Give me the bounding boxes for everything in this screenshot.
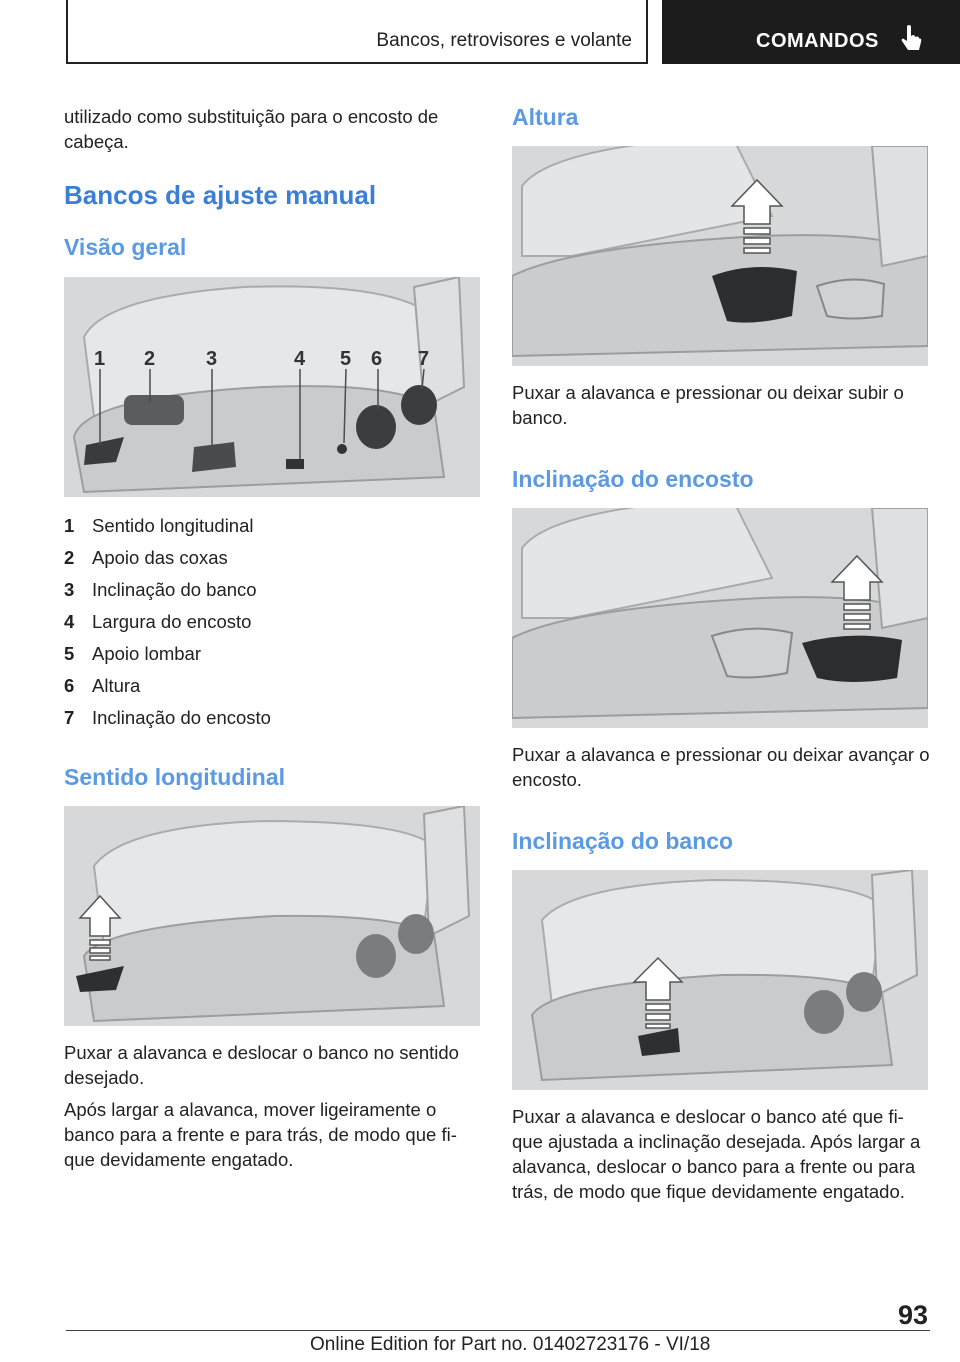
section-title: Bancos, retrovisores e volante — [376, 30, 632, 51]
legend-item: 1 Sentido longitudinal — [64, 510, 484, 542]
legend-text: Apoio lombar — [92, 643, 202, 664]
callout-7: 7 — [418, 348, 429, 370]
legend-number: 3 — [64, 579, 75, 600]
callout-2: 2 — [144, 348, 155, 370]
seat-tilt-figure — [512, 870, 928, 1090]
longitudinal-paragraph-1: Puxar a alavanca e deslocar o banco no s… — [64, 1042, 459, 1088]
legend-item: 3 Inclinação do banco — [64, 574, 484, 606]
legend-text: Apoio das coxas — [92, 547, 228, 568]
seat-tilt-paragraph: Puxar a alavanca e deslocar o banco até … — [512, 1106, 921, 1202]
legend-text: Altura — [92, 675, 141, 696]
header-section-box: Bancos, retrovisores e volante — [66, 0, 648, 64]
longitudinal-paragraph-2: Após largar a alavanca, mover ligeiramen… — [64, 1099, 457, 1170]
legend-text: Largura do encosto — [92, 611, 252, 632]
overview-legend: 1 Sentido longitudinal 2 Apoio das coxas 3… — [64, 510, 484, 734]
legend-number: 2 — [64, 547, 75, 568]
legend-text: Inclinação do banco — [92, 579, 257, 600]
legend-number: 5 — [64, 643, 75, 664]
legend-text: Inclinação do encosto — [92, 707, 271, 728]
legend-item: 5 Apoio lombar — [64, 638, 484, 670]
legend-number: 4 — [64, 611, 75, 632]
longitudinal-figure — [64, 806, 480, 1026]
hand-pointer-icon — [900, 24, 922, 57]
legend-item: 7 Inclinação do encosto — [64, 702, 484, 734]
callout-1: 1 — [94, 348, 105, 370]
heading-height: Altura — [512, 104, 579, 130]
heading-seat-tilt: Inclinação do banco — [512, 828, 734, 854]
legend-text: Sentido longitudinal — [92, 515, 254, 536]
backrest-tilt-figure — [512, 508, 928, 728]
callout-5: 5 — [340, 348, 351, 370]
legend-number: 6 — [64, 675, 75, 696]
header-chapter-box[interactable]: COMANDOS — [662, 0, 960, 64]
footer-edition: Online Edition for Part no. 01402723176 … — [310, 1334, 711, 1355]
chapter-title: COMANDOS — [756, 30, 879, 52]
height-figure — [512, 146, 928, 366]
height-paragraph: Puxar a alavanca e pressionar ou deixar … — [512, 382, 904, 428]
legend-item: 2 Apoio das coxas — [64, 542, 484, 574]
overview-seat-figure: 1 2 3 4 5 6 7 — [64, 277, 480, 497]
footer-divider — [66, 1330, 930, 1331]
heading-overview: Visão geral — [64, 234, 187, 260]
callout-3: 3 — [206, 348, 217, 370]
legend-number: 1 — [64, 515, 75, 536]
intro-paragraph: utilizado como substituição para o encos… — [64, 106, 439, 152]
heading-manual-seats: Bancos de ajuste manual — [64, 180, 377, 210]
heading-longitudinal: Sentido longitudinal — [64, 764, 286, 790]
legend-item: 6 Altura — [64, 670, 484, 702]
backrest-tilt-paragraph: Puxar a alavanca e pressionar ou deixar … — [512, 744, 930, 790]
callout-6: 6 — [371, 348, 382, 370]
page-number: 93 — [897, 1300, 928, 1330]
callout-4: 4 — [294, 348, 306, 370]
heading-backrest-tilt: Inclinação do encosto — [512, 466, 754, 492]
legend-item: 4 Largura do encosto — [64, 606, 484, 638]
legend-number: 7 — [64, 707, 75, 728]
